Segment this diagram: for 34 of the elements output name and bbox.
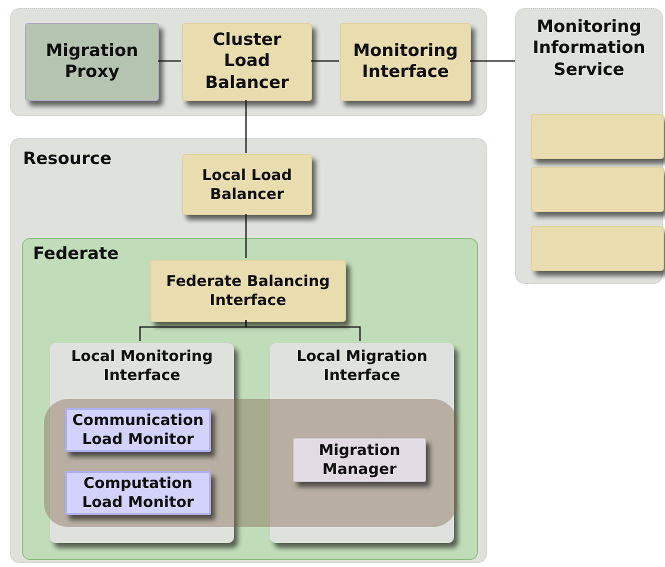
federate-container [22,238,478,560]
node-label: Federate Balancing Interface [165,272,331,310]
node-label: Cluster Load Balancer [204,30,290,94]
node-label: Migration Manager [318,441,402,479]
node-label: Federate [33,244,119,266]
connector-line [470,60,515,62]
component-box [182,23,312,101]
component-box [531,167,664,212]
node-label: Computation Load Monitor [81,474,195,512]
connector-line [311,60,339,62]
component-box [182,154,312,215]
node-label: Resource [23,149,112,170]
service-panel [515,8,663,284]
group-panel [10,8,487,116]
node-label: Migration Proxy [44,40,140,84]
region-container [10,138,487,563]
node-label: Local Load Balancer [201,166,293,204]
node-label: Monitoring Information Service [532,17,646,81]
monitor-box [65,408,211,452]
connector-line [245,100,247,153]
monitor-box [65,471,211,515]
connector-line [158,60,181,62]
node-label: Communication Load Monitor [71,411,205,449]
component-box [150,260,346,322]
component-box [25,23,159,101]
component-box [531,226,664,271]
connector-line [245,320,361,341]
component-box [531,114,664,159]
manager-box [293,438,426,482]
connector-line [245,214,247,258]
node-label: Monitoring Interface [353,40,458,84]
node-label: Local Monitoring Interface [70,347,214,384]
node-label: Local Migration Interface [296,347,428,384]
component-box [340,23,471,101]
